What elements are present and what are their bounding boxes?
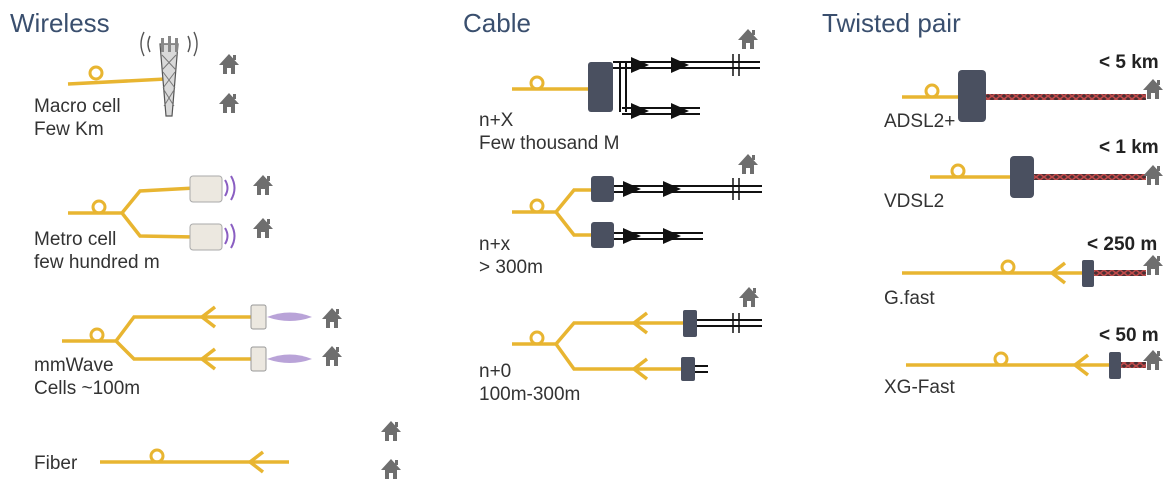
house-icon [381,421,401,441]
node-box-icon [683,310,697,337]
node-box-icon [588,62,613,112]
adsl-label: ADSL2+ [884,111,956,132]
cell-tower-icon [140,31,198,117]
node-box-icon [591,176,614,202]
xgfast-distance: < 50 m [1099,325,1159,346]
house-icon [322,346,342,366]
gfast-label: G.fast [884,288,935,309]
small-cell-icon [189,223,223,251]
house-icon [253,175,273,195]
mmwave-row [62,304,342,372]
wireless-heading: Wireless [10,8,110,38]
house-icon [1143,165,1163,185]
fiber-row [100,421,401,479]
small-cell-icon [189,175,223,203]
vdsl-label: VDSL2 [884,191,945,212]
antenna-icon [250,304,267,330]
house-icon [253,218,273,238]
node-box-icon [1109,352,1121,379]
node-box-icon [591,222,614,248]
xgfast-row [906,350,1163,379]
adsl-distance: < 5 km [1099,52,1159,73]
cable-n0-row [512,287,762,381]
node-box-icon [1082,260,1094,287]
house-icon [219,93,239,113]
house-icon [738,29,758,49]
cable-heading: Cable [463,8,531,38]
house-icon [322,308,342,328]
gfast-row [902,255,1163,287]
twisted-pair-heading: Twisted pair [822,8,961,38]
node-box-icon [681,357,695,381]
node-box-icon [1010,156,1034,198]
cable-nx-large-row [512,29,760,119]
house-icon [738,154,758,174]
vdsl-distance: < 1 km [1099,137,1159,158]
house-icon [381,459,401,479]
gfast-distance: < 250 m [1087,234,1158,255]
cable-nx-small-row [512,154,762,248]
house-icon [219,54,239,74]
adsl-row [902,70,1163,122]
cable-nx-small-label: n+x> 300m [479,234,543,278]
node-box-icon [958,70,986,122]
xgfast-label: XG-Fast [884,377,955,398]
metro-cell-row [68,175,273,251]
fiber-label: Fiber [34,453,78,474]
antenna-icon [250,346,267,372]
house-icon [739,287,759,307]
vdsl-row [930,156,1163,198]
macro-cell-row [67,31,239,117]
